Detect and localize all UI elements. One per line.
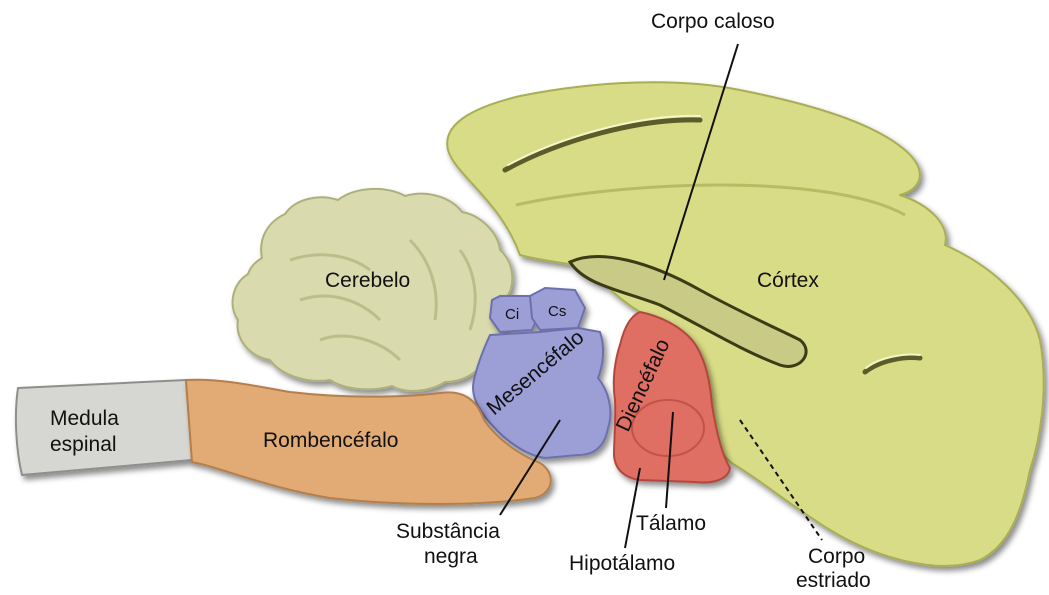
label-talamo: Tálamo — [636, 512, 706, 535]
label-medula-2: espinal — [50, 433, 117, 456]
label-corpo-estriado-2: estriado — [796, 569, 871, 590]
label-medula-1: Medula — [50, 407, 119, 430]
label-cerebelo: Cerebelo — [325, 269, 410, 292]
label-hipotalamo: Hipotálamo — [569, 552, 675, 575]
label-cs: Cs — [548, 303, 566, 320]
label-corpo-estriado-1: Corpo — [808, 545, 865, 568]
label-corpo-caloso: Corpo caloso — [651, 10, 775, 33]
label-ci: Ci — [505, 306, 519, 323]
label-rombencefalo: Rombencéfalo — [263, 429, 398, 452]
label-substancia-1: Substância — [396, 520, 500, 543]
label-substancia-2: negra — [424, 545, 478, 568]
label-cortex: Córtex — [757, 269, 819, 292]
